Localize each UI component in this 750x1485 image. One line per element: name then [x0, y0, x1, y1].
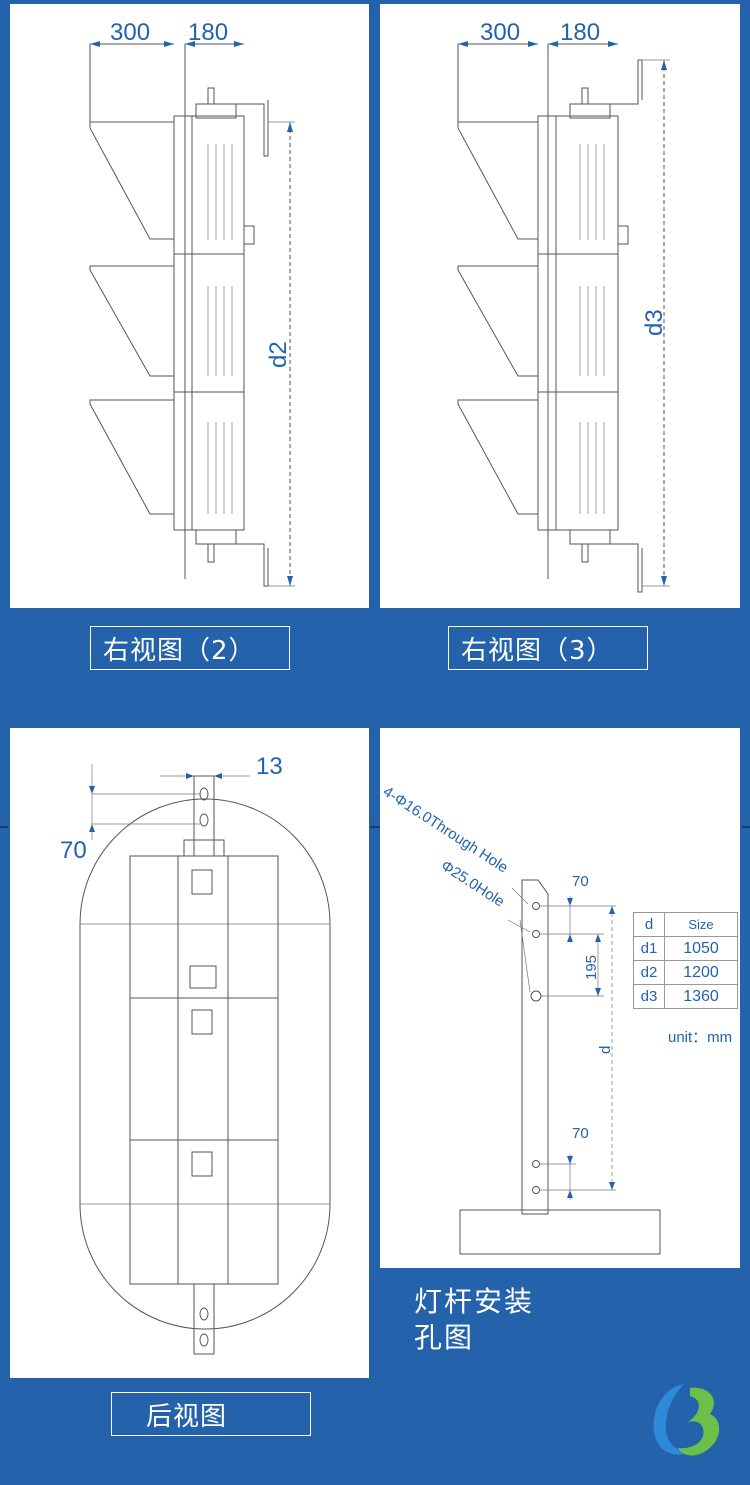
dim-offset-70: 70 [60, 837, 87, 864]
brand-logo [653, 1384, 720, 1456]
dim-height-d3: d3 [641, 309, 668, 336]
edge-marker-right [742, 826, 750, 828]
dim-bottom-70: 70 [572, 1125, 589, 1142]
pole-bottom [193, 1283, 215, 1355]
right-view-2-panel: 300 180 d2 [10, 4, 369, 608]
dim-depth-180: 180 [188, 19, 228, 46]
edge-marker-left [0, 826, 8, 828]
back-plate-outline [79, 798, 331, 1330]
size-table-header-d: d [633, 912, 665, 937]
pole-mount-panel: 70 195 d 70 4-Φ16.0Through Hole Φ25.0Hol… [380, 728, 740, 1268]
size-table-cell: d2 [633, 960, 665, 985]
visor-top [89, 43, 174, 240]
pole-mount-title-line2: 孔图 [414, 1321, 475, 1354]
dim-top-70: 70 [572, 873, 589, 890]
mount-bracket-bottom [195, 529, 269, 587]
housing-rear [129, 855, 279, 1285]
dim-width-300: 300 [480, 19, 520, 46]
dim-width-300: 300 [110, 19, 150, 46]
size-table-header-size: Size [664, 912, 738, 937]
size-table: d Size d1 1050 d2 1200 d3 1360 [633, 912, 738, 1009]
edge-marker-mid [370, 826, 380, 828]
pole-mount-title-line1: 灯杆安装 [414, 1285, 535, 1318]
dim-d: d [597, 1046, 614, 1054]
mount-base [459, 1209, 661, 1255]
mount-bracket-top [569, 59, 643, 119]
right-view-3-panel: 300 180 d3 [380, 4, 740, 608]
caption-right-view-3: 右视图（3） [448, 626, 648, 670]
size-table-cell: d1 [633, 936, 665, 961]
visor-bottom [89, 399, 174, 515]
dim-depth-180: 180 [560, 19, 600, 46]
caption-right-view-2: 右视图（2） [90, 626, 290, 670]
back-view-panel: 13 70 [10, 728, 369, 1378]
dim-height-d2: d2 [265, 341, 292, 368]
size-table-cell: 1050 [664, 936, 738, 961]
unit-label: unit：mm [668, 1029, 733, 1046]
dim-slot-13: 13 [256, 753, 283, 780]
visor-middle [457, 265, 538, 377]
mount-bracket-top [195, 87, 269, 157]
size-table-cell: 1200 [664, 960, 738, 985]
mount-bracket-bottom [569, 529, 643, 593]
pole-mount-title: 灯杆安装 孔图 [414, 1284, 534, 1356]
caption-back-view: 后视图 [111, 1392, 311, 1436]
size-table-cell: d3 [633, 984, 665, 1009]
housing-body [537, 115, 619, 531]
mount-pole-strip [521, 879, 549, 1215]
visor-middle [89, 265, 174, 377]
size-table-cell: 1360 [664, 984, 738, 1009]
dim-mid-195: 195 [583, 955, 600, 980]
visor-top [457, 43, 538, 240]
visor-bottom [457, 399, 538, 515]
